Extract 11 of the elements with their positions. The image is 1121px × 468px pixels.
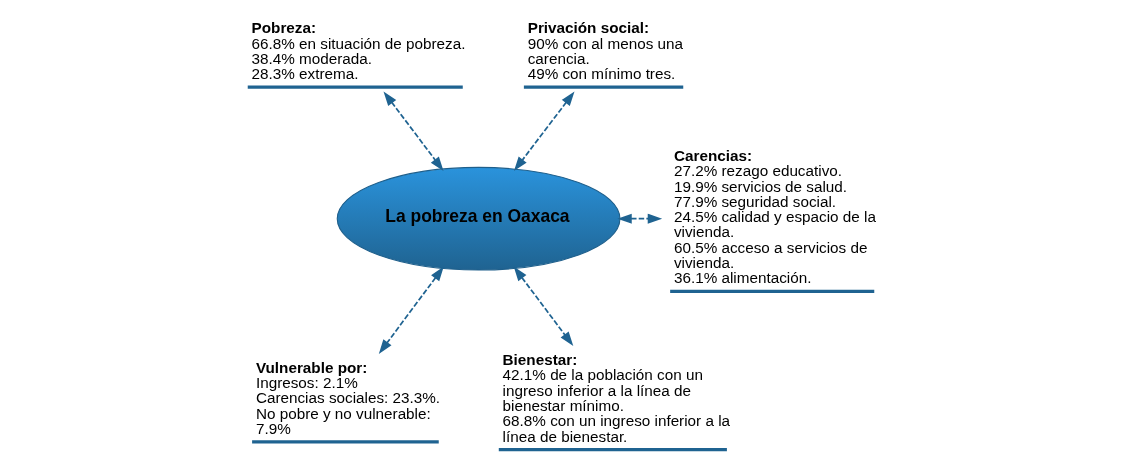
node-text: Pobreza: 66.8% en situación de pobreza. 38.4% moderada. 28.3% extrema.	[251, 19, 465, 83]
node-text: Bienestar: 42.1% de la población con un ingreso inferior a la línea de bienestar mínimo. 68.8% con un ingreso inferior a la línea de bienestar.	[502, 351, 730, 445]
arrow	[513, 266, 573, 347]
arrow	[383, 91, 444, 172]
node-text: Carencias: 27.2% rezago educativo. 19.9% servicios de salud. 77.9% seguridad social. 24.5% calidad y espacio de la vivienda. 60.5% acceso a servicios de vivienda. 36.1% alimentación.	[673, 147, 876, 287]
node-text: Vulnerable por: Ingresos: 2.1% Carencias sociales: 23.3%. No pobre y no vulnerable: 7.9%	[255, 358, 440, 437]
arrow	[616, 213, 662, 224]
arrow	[378, 266, 444, 354]
node-text: Privación social: 90% con al menos una carencia. 49% con mínimo tres.	[527, 19, 683, 83]
node-ellipse: La pobreza en Oaxaca	[336, 166, 620, 271]
arrow	[513, 91, 574, 172]
